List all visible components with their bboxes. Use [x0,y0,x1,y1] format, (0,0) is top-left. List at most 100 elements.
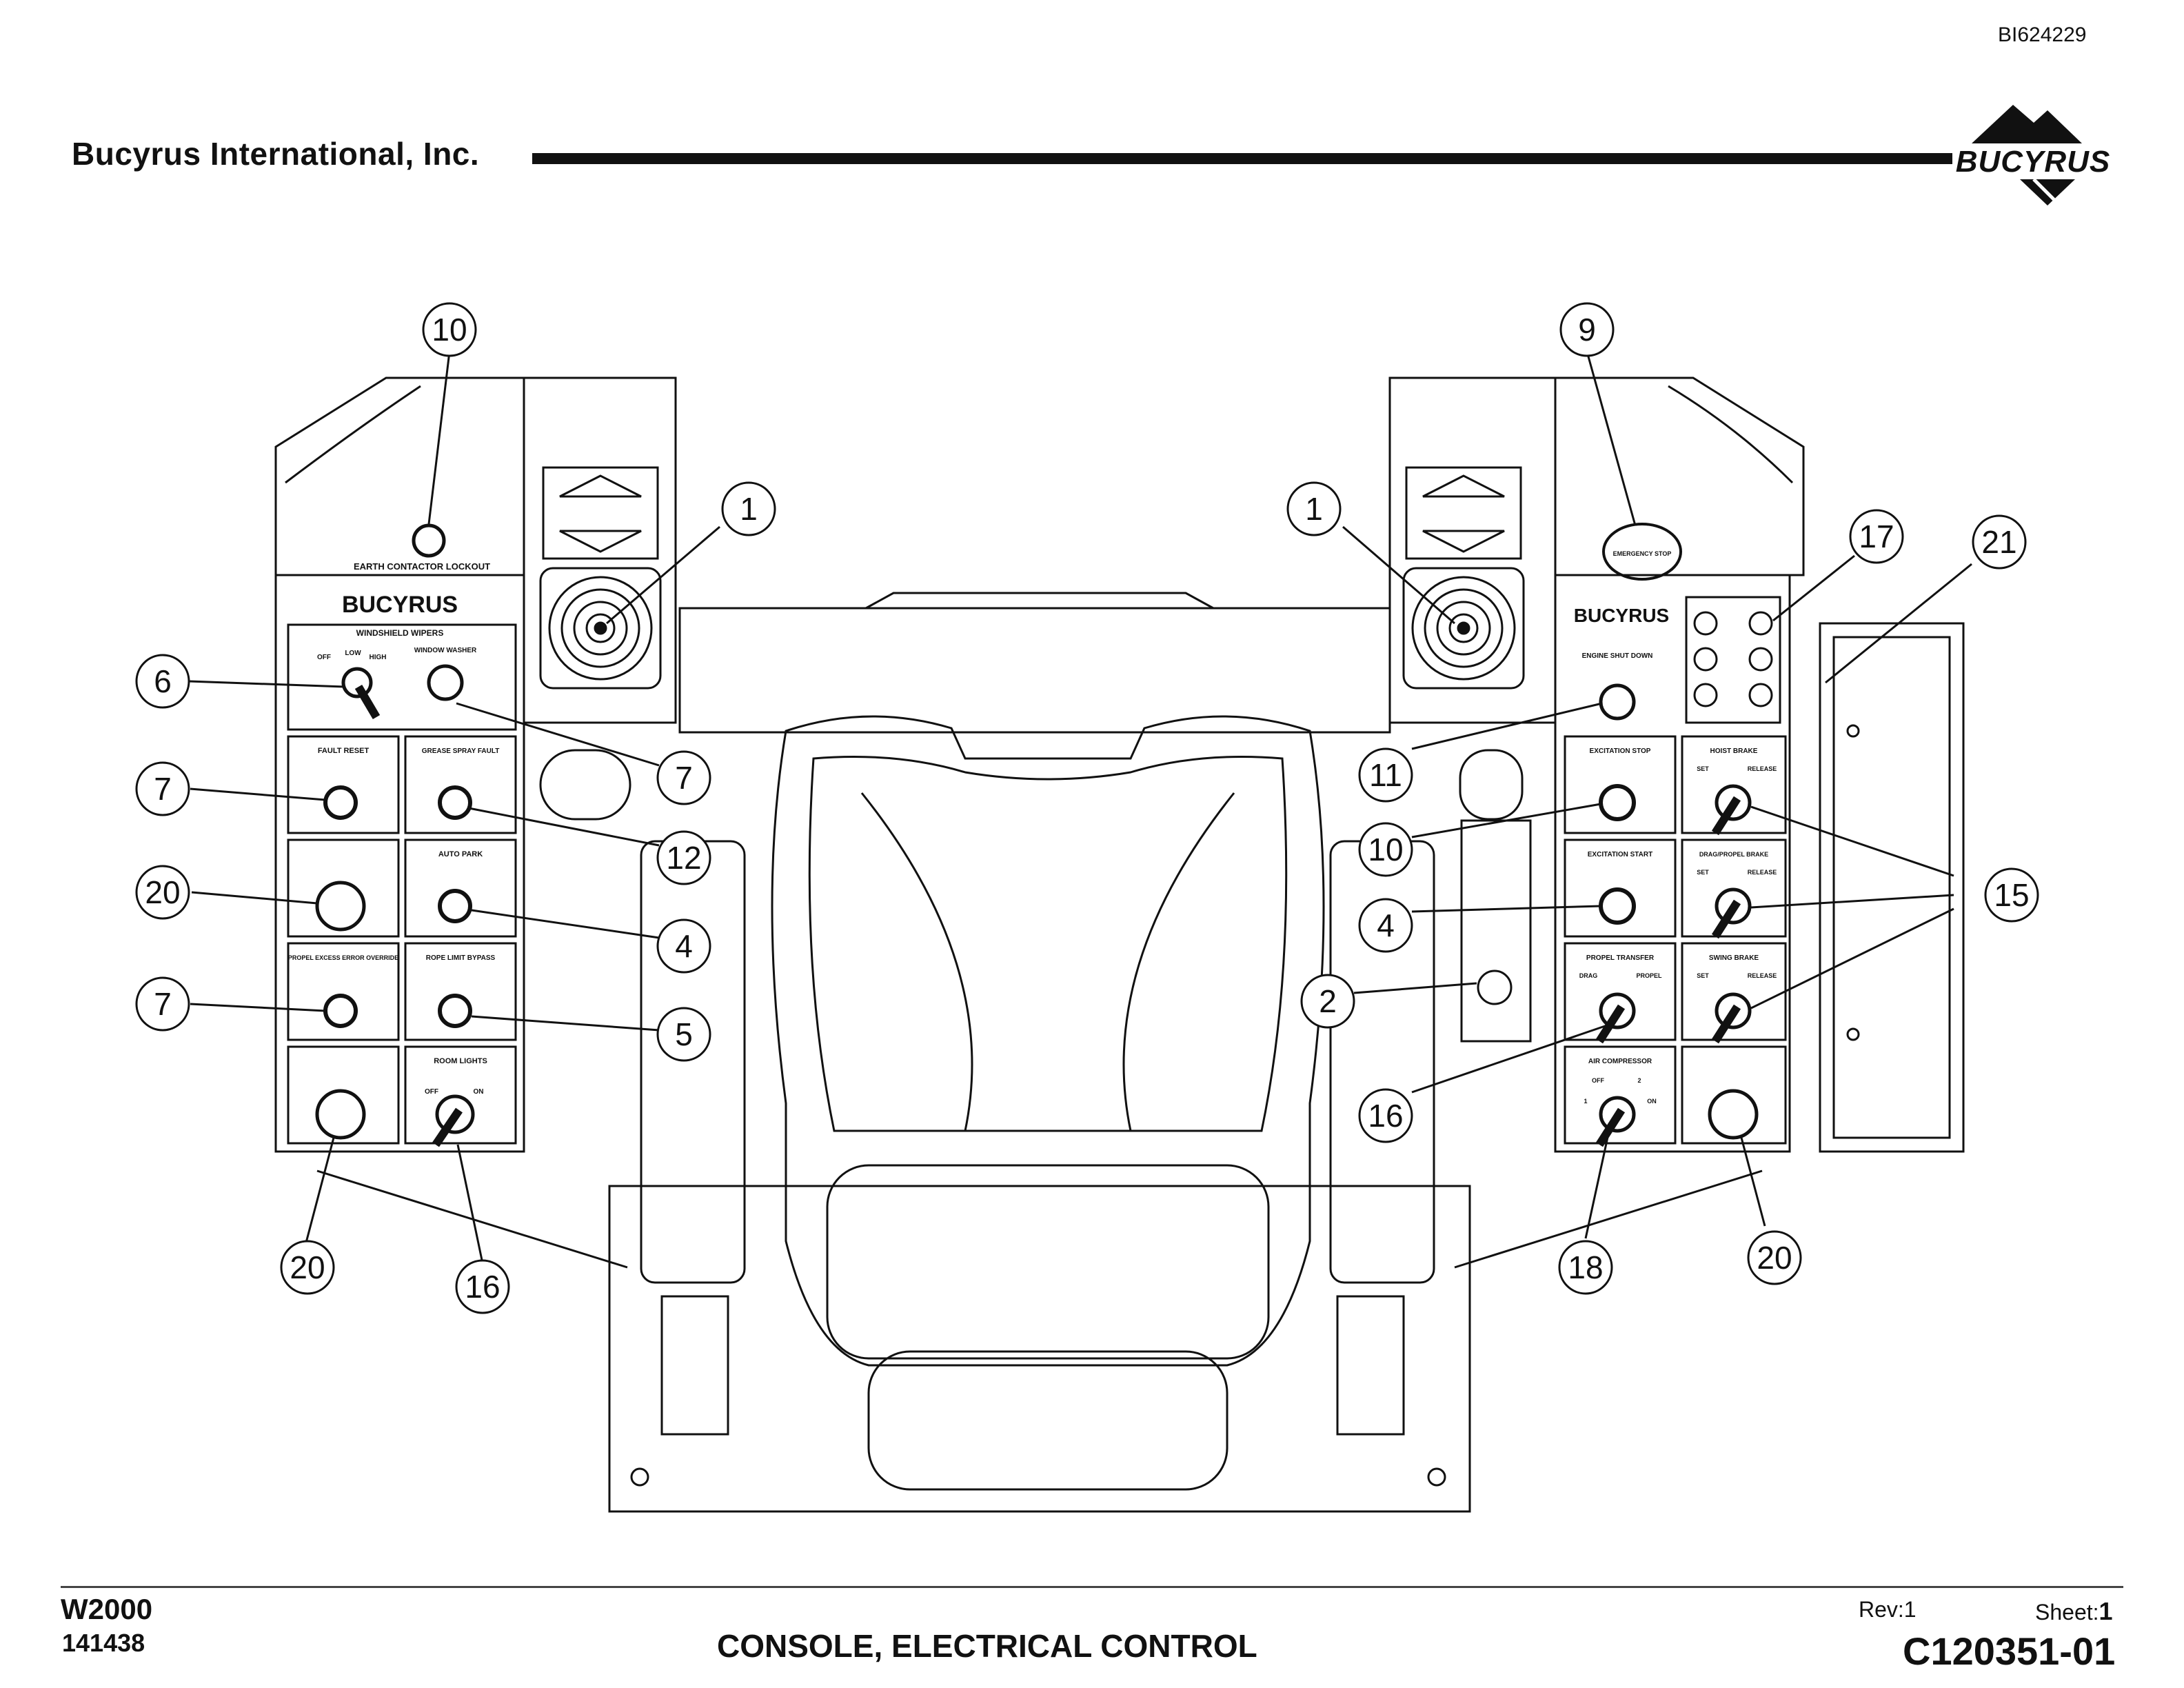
callout-1: 1 [721,481,776,536]
cell-propel-excess [287,942,400,1041]
callout-label: 1 [740,491,758,527]
right-brand: BUCYRUS [1574,605,1669,626]
left-panel-frame [274,574,525,1153]
base-plate [608,1185,1471,1513]
base-bolt-left [630,1467,649,1487]
logo-mountain-icon [1972,105,2082,205]
base-bolt-right [1427,1467,1446,1487]
callout-label: 7 [154,986,172,1022]
rail-right [1336,1295,1405,1436]
sheet-label: Sheet:1 [2035,1597,2113,1626]
label-drag-propel-brake: DRAG/PROPEL BRAKE [1699,851,1768,858]
cell-propel-transfer [1564,942,1677,1041]
callout-label: 6 [154,663,172,699]
callout-label: 10 [432,312,467,348]
callout-circle [1984,867,2039,923]
callout-circle [135,865,190,920]
cell-fault-reset [287,735,400,834]
cell-excitation-stop [1564,735,1677,834]
label-swing-brake: SWING BRAKE [1709,954,1759,962]
propel-transfer-switch [1599,992,1636,1029]
callout-label: 2 [1319,983,1337,1019]
cell-grease-spray [404,735,517,834]
emergency-stop-mushroom [1602,523,1682,581]
callout-11: 11 [1358,747,1413,803]
callout-circle [1358,822,1413,877]
room-lights-lever [432,1107,463,1147]
air-compressor-switch [1599,1096,1636,1133]
callout-6: 6 [135,654,190,709]
cell-room-lights [404,1045,517,1145]
indicator-light-top [315,881,366,932]
cell-excitation-start [1564,838,1677,938]
callout-4: 4 [1358,898,1413,953]
propel-excess-button [323,994,358,1028]
left-arrow-down [559,530,642,553]
callout-9: 9 [1559,302,1615,357]
callout-circle [1286,481,1342,536]
base-edge-right [1454,1169,1763,1269]
left-upper-housing [274,376,525,576]
seat-outline [771,715,1325,1367]
svg-text:SET: SET [1697,765,1709,772]
revision: Rev:1 [1859,1597,1917,1622]
hoist-brake-switch [1715,784,1752,821]
console-drawing: BUCYRUS EARTH CONTACTOR LOCKOUT WINDSHIE… [135,302,2039,1513]
svg-text:DRAG: DRAG [1579,972,1598,979]
svg-text:WINDOW WASHER: WINDOW WASHER [414,647,477,654]
right-upper-housing [1554,376,1805,576]
callout-circle [656,750,711,805]
right-side-knob [1459,749,1524,821]
callout-circle [1300,974,1355,1029]
washer-button [427,664,464,701]
label-emergency-stop: EMERGENCY STOP [1613,550,1672,557]
right-arrow-up [1422,474,1505,498]
callout-4: 4 [656,918,711,974]
callout-18: 18 [1558,1240,1613,1295]
label-propel-excess: PROPEL EXCESS ERROR OVERRIDE [288,954,398,961]
svg-text:ON: ON [1647,1098,1657,1105]
wiper-lever [354,684,381,720]
indicator-light-bottom [315,1089,366,1140]
earth-lockout-button [412,523,446,558]
svg-text:OFF: OFF [317,654,331,661]
callout-label: 10 [1368,832,1403,867]
left-armrest [640,840,746,1284]
room-lights-switch [435,1094,475,1134]
right-joystick-plate [1405,466,1522,560]
left-brand: BUCYRUS [342,592,458,618]
callout-label: 16 [465,1269,500,1305]
label-excitation-stop: EXCITATION STOP [1590,747,1651,755]
label-hoist-brake: HOIST BRAKE [1710,747,1758,755]
callout-circle [1747,1230,1802,1285]
cell-air-compressor [1564,1045,1677,1145]
callout-7: 7 [656,750,711,805]
header-rule [532,153,1952,164]
callout-17: 17 [1849,509,1904,564]
svg-text:OFF: OFF [425,1088,438,1096]
side-slot [1460,819,1532,1043]
wiper-subpanel [287,623,517,731]
auto-park-button [438,889,472,923]
cell-hoist-brake [1681,735,1787,834]
drawing-number: C120351-01 [1903,1629,2116,1673]
right-arrow-down [1422,530,1505,553]
callout-circle [1358,1088,1413,1143]
left-joystick-boot [548,576,653,681]
swing-brake-switch [1715,992,1752,1029]
label-earth-lockout: EARTH CONTACTOR LOCKOUT [354,561,490,572]
left-window-curve [285,385,421,484]
callout-circle [1972,514,2027,570]
callout-circle [1849,509,1904,564]
callout-15: 15 [1984,867,2039,923]
cell-light-bottom [287,1045,400,1145]
panel-labels: BUCYRUS EARTH CONTACTOR LOCKOUT WINDSHIE… [288,550,1777,1105]
callout-label: 21 [1981,524,2016,560]
callout-12: 12 [656,830,711,885]
right-window-curve [1668,385,1794,484]
svg-text:OFF: OFF [1592,1077,1604,1084]
callout-circle [721,481,776,536]
cell-rope-limit [404,942,517,1041]
label-auto-park: AUTO PARK [438,850,483,858]
callout-circle [656,918,711,974]
